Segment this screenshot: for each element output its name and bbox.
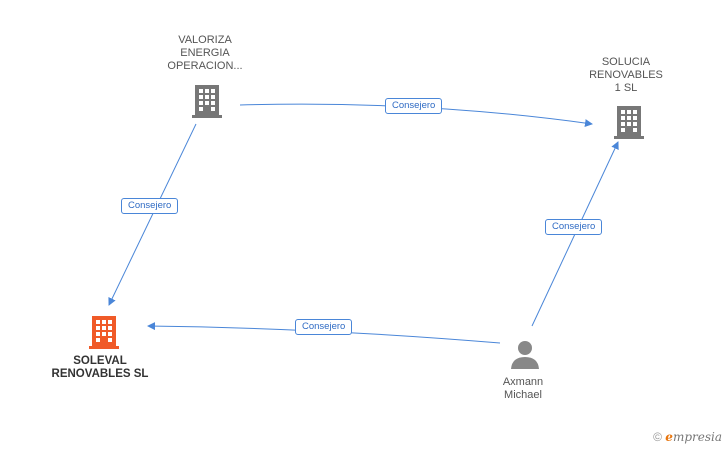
node-label-solucia[interactable]: SOLUCIA RENOVABLES 1 SL bbox=[589, 56, 663, 94]
edge-label-valoriza-solucia: Consejero bbox=[385, 98, 443, 114]
node-label-soleval[interactable]: SOLEVAL RENOVABLES SL bbox=[51, 355, 149, 380]
brand-logo-e: e bbox=[665, 430, 673, 444]
building-icon[interactable] bbox=[613, 104, 645, 140]
person-icon[interactable] bbox=[510, 339, 540, 369]
edge-label-valoriza-soleval: Consejero bbox=[121, 198, 179, 214]
building-icon[interactable] bbox=[191, 83, 223, 119]
edge-label-axmann-soleval: Consejero bbox=[295, 319, 353, 335]
edge-label-axmann-solucia: Consejero bbox=[545, 219, 603, 235]
copyright-symbol: © bbox=[653, 430, 662, 444]
building-icon-main[interactable] bbox=[88, 314, 120, 350]
node-label-valoriza[interactable]: VALORIZA ENERGIA OPERACION... bbox=[167, 34, 243, 72]
brand-logo-text: mpresia bbox=[672, 430, 722, 444]
node-label-axmann[interactable]: Axmann Michael bbox=[502, 376, 544, 401]
edge-valoriza-soleval bbox=[108, 123, 197, 306]
copyright-brand: © empresia bbox=[653, 430, 722, 444]
